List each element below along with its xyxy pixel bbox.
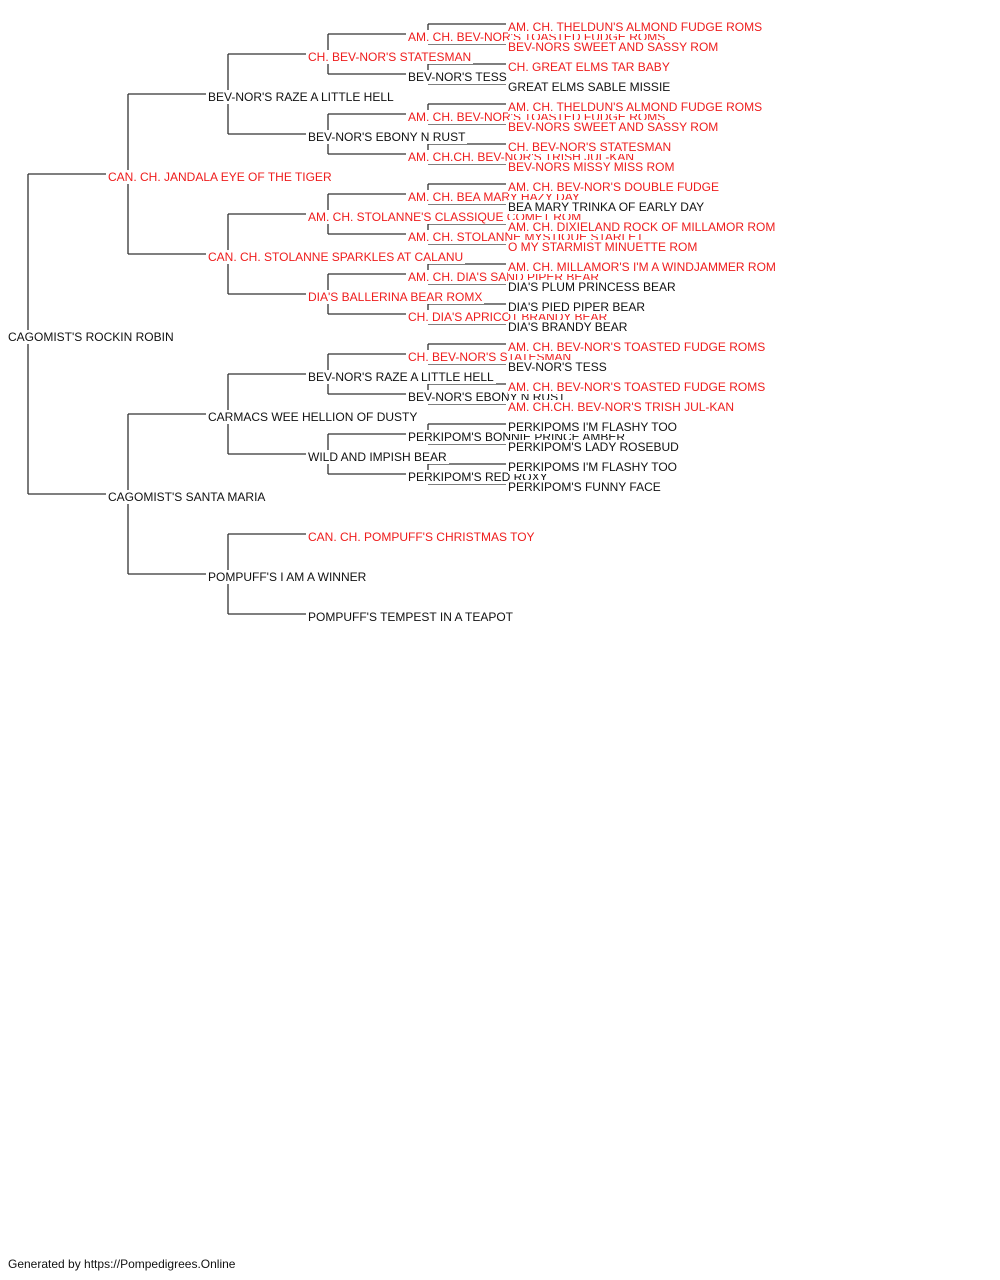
dam-name: BEV-NORS SWEET AND SASSY ROM <box>508 120 721 134</box>
sire-name: CAN. CH. POMPUFF'S CHRISTMAS TOY <box>308 530 537 544</box>
sire-name: PERKIPOMS I'M FLASHY TOO <box>508 460 680 474</box>
sire-name: AM. CH. BEV-NOR'S TOASTED FUDGE ROMS <box>508 340 768 354</box>
sire-name: AM. CH. THELDUN'S ALMOND FUDGE ROMS <box>508 20 765 34</box>
sire-name: PERKIPOMS I'M FLASHY TOO <box>508 420 680 434</box>
sire-name: CH. BEV-NOR'S STATESMAN <box>308 50 474 64</box>
sire-name: AM. CH. MILLAMOR'S I'M A WINDJAMMER ROM <box>508 260 778 274</box>
dam-name: PERKIPOM'S LADY ROSEBUD <box>508 440 681 454</box>
dam-name: CAGOMIST'S SANTA MARIA <box>108 490 268 504</box>
sire-name: CH. BEV-NOR'S STATESMAN <box>508 140 674 154</box>
dam-name: POMPUFF'S I AM A WINNER <box>208 570 369 584</box>
dam-name: POMPUFF'S TEMPEST IN A TEAPOT <box>308 610 516 624</box>
sire-name: CH. GREAT ELMS TAR BABY <box>508 60 672 74</box>
dam-name: DIA'S BALLERINA BEAR ROMX <box>308 290 485 304</box>
dam-name: O MY STARMIST MINUETTE ROM <box>508 240 700 254</box>
dam-name: BEA MARY TRINKA OF EARLY DAY <box>508 200 707 214</box>
dam-name: DIA'S BRANDY BEAR <box>508 320 630 334</box>
subject-dog-name: CAGOMIST'S ROCKIN ROBIN <box>8 330 176 344</box>
dam-name: DIA'S PLUM PRINCESS BEAR <box>508 280 678 294</box>
dam-name: WILD AND IMPISH BEAR <box>308 450 449 464</box>
dam-name: BEV-NOR'S TESS <box>408 70 509 84</box>
sire-name: AM. CH. THELDUN'S ALMOND FUDGE ROMS <box>508 100 765 114</box>
sire-name: AM. CH. BEV-NOR'S DOUBLE FUDGE <box>508 180 721 194</box>
dam-name: CAN. CH. STOLANNE SPARKLES AT CALANU <box>208 250 466 264</box>
sire-name: CARMACS WEE HELLION OF DUSTY <box>208 410 420 424</box>
sire-name: BEV-NOR'S RAZE A LITTLE HELL <box>308 370 496 384</box>
dam-name: BEV-NORS MISSY MISS ROM <box>508 160 677 174</box>
dam-name: PERKIPOM'S FUNNY FACE <box>508 480 663 494</box>
sire-name: AM. CH. DIXIELAND ROCK OF MILLAMOR ROM <box>508 220 778 234</box>
generated-by-footer: Generated by https://Pompedigrees.Online <box>8 1257 236 1271</box>
dam-name: BEV-NORS SWEET AND SASSY ROM <box>508 40 721 54</box>
dam-name: AM. CH.CH. BEV-NOR'S TRISH JUL-KAN <box>508 400 737 414</box>
dam-name: BEV-NOR'S TESS <box>508 360 609 374</box>
dam-name: BEV-NOR'S EBONY N RUST <box>308 130 468 144</box>
sire-name: CAN. CH. JANDALA EYE OF THE TIGER <box>108 170 334 184</box>
sire-name: AM. CH. BEV-NOR'S TOASTED FUDGE ROMS <box>508 380 768 394</box>
sire-name: BEV-NOR'S RAZE A LITTLE HELL <box>208 90 396 104</box>
sire-name: DIA'S PIED PIPER BEAR <box>508 300 647 314</box>
dam-name: GREAT ELMS SABLE MISSIE <box>508 80 673 94</box>
